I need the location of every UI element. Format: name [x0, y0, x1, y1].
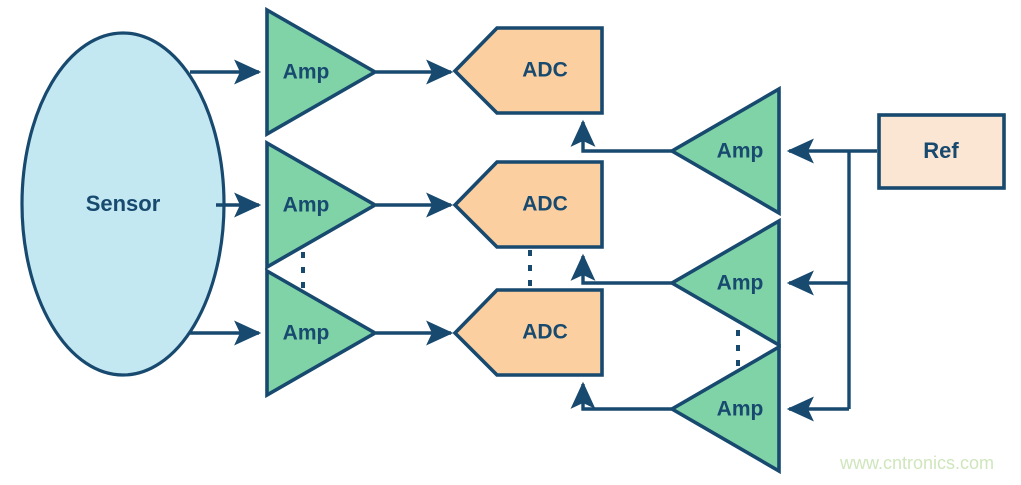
amp-label: Amp: [283, 194, 330, 217]
ref-shape: [877, 113, 1006, 190]
input-amplifier-3[interactable]: Amp: [265, 267, 379, 399]
adc-label: ADC: [522, 193, 568, 216]
ref-label: Ref: [923, 138, 959, 163]
amp-label: Amp: [283, 61, 330, 84]
sensor-label: Sensor: [86, 191, 161, 216]
amp-label: Amp: [283, 322, 330, 345]
adc-block-3[interactable]: ADC: [452, 288, 604, 377]
ref-amp-to-adc-wires: [570, 119, 672, 411]
wire-refamp-2-to-adc-2: [570, 253, 672, 285]
reference-amplifier-2[interactable]: Amp: [668, 217, 781, 349]
reference-block[interactable]: Ref: [877, 113, 1006, 190]
amp-triangle: [668, 343, 781, 475]
amp-to-adc-wires: [376, 59, 454, 346]
reference-bus: [786, 138, 877, 422]
amp-triangle: [265, 6, 379, 138]
adc-label: ADC: [522, 321, 568, 344]
adc-shape: [452, 160, 604, 249]
amp-label: Amp: [717, 272, 764, 295]
amp-triangle: [265, 139, 379, 271]
watermark-label: www.cntronics.com: [839, 453, 994, 473]
amp-triangle: [668, 217, 781, 349]
input-amplifier-2[interactable]: Amp: [265, 139, 379, 271]
input-amplifier-1[interactable]: Amp: [265, 6, 379, 138]
reference-amplifier-1[interactable]: Amp: [668, 85, 781, 217]
adc-block-2[interactable]: ADC: [452, 160, 604, 249]
adc-shape: [452, 288, 604, 377]
sensor-to-amp-wires: [190, 59, 262, 346]
amp-label: Amp: [717, 398, 764, 421]
amp-label: Amp: [717, 140, 764, 163]
amp-triangle: [265, 267, 379, 399]
adc-label: ADC: [522, 59, 568, 82]
reference-amplifier-3[interactable]: Amp: [668, 343, 781, 475]
adc-shape: [452, 26, 604, 115]
adc-block-1[interactable]: ADC: [452, 26, 604, 115]
wire-refamp-3-to-adc-3: [570, 381, 672, 411]
sensor-block[interactable]: Sensor: [20, 31, 226, 377]
amp-triangle: [668, 85, 781, 217]
wire-refamp-1-to-adc-1: [570, 119, 672, 153]
